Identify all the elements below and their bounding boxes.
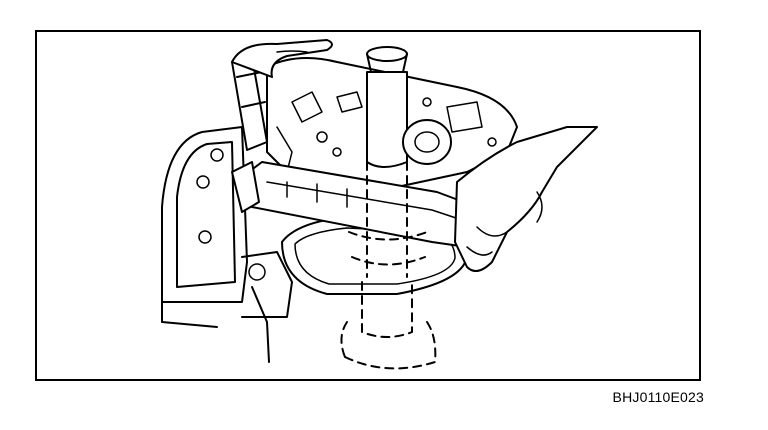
upper-hand [231,39,333,78]
lower-bearing-hidden [340,281,437,370]
figure-code: BHJ0110E023 [612,389,704,405]
illustration-frame [35,30,701,381]
engine-service-illustration [161,39,598,370]
right-hand [454,126,598,272]
shaft [348,46,452,278]
engine-housing [161,126,293,363]
